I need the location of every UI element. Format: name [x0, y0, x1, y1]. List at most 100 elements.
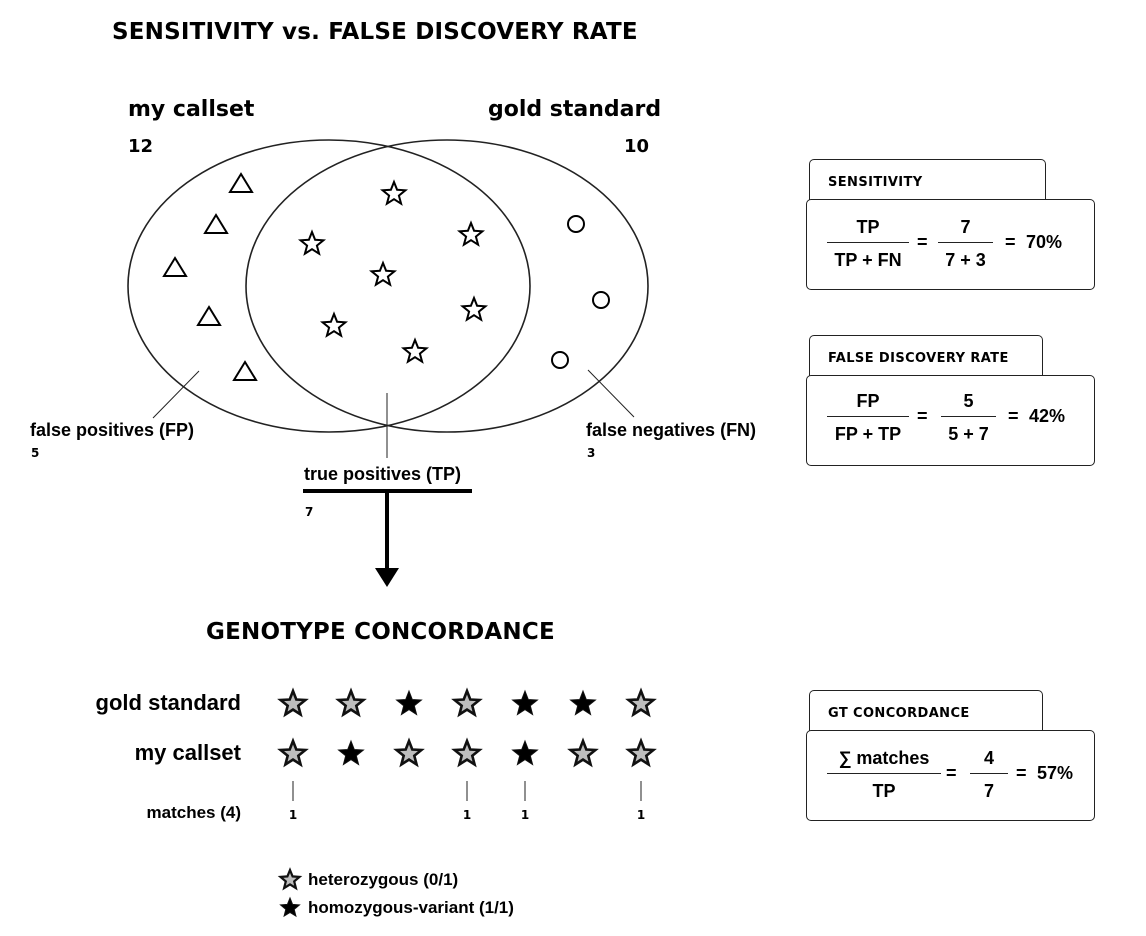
fraction-bar: [970, 773, 1008, 774]
match-count: 1: [288, 808, 298, 822]
star-outline-icon: [319, 311, 349, 338]
equals-sign: =: [1005, 232, 1016, 252]
star-black-icon: [569, 689, 597, 716]
my-callset-label: my callset: [128, 97, 255, 122]
legend-hom-label: homozygous-variant (1/1): [308, 898, 514, 917]
fdr-card-title: FALSE DISCOVERY RATE: [828, 351, 1009, 366]
fn-leader-line: [587, 369, 635, 418]
fraction-numerator: FP: [856, 391, 880, 411]
star-grey-icon: [277, 687, 309, 718]
false-positives-label: false positives (FP): [30, 420, 195, 440]
star-grey-icon: [451, 687, 483, 718]
sensitivity-numeric-fraction: 7 7 + 3: [938, 214, 993, 273]
triangle-icon: [196, 305, 222, 326]
fdr-formula-box: FP FP + TP = 5 5 + 7 = 42%: [806, 375, 1095, 466]
legend-stars: [277, 867, 303, 918]
star-outline-icon: [368, 260, 398, 287]
match-ticks: [292, 781, 642, 801]
fp-symbols: [162, 172, 258, 381]
star-outline-icon: [400, 337, 430, 364]
star-outline-icon: [459, 295, 489, 322]
sensitivity-card-title: SENSITIVITY: [828, 175, 923, 190]
false-negatives-label: false negatives (FN): [586, 420, 757, 440]
gt-card-tab: GT CONCORDANCE: [809, 690, 1043, 734]
fdr-result: 42%: [1029, 406, 1066, 426]
gt-numeric-fraction: 4 7: [970, 745, 1008, 804]
diagram-title: SENSITIVITY vs. FALSE DISCOVERY RATE: [112, 19, 638, 45]
fraction-numerator: 4: [983, 748, 994, 768]
sensitivity-result: 70%: [1026, 232, 1063, 252]
equals-sign: =: [946, 763, 957, 783]
star-grey-icon: [277, 867, 303, 891]
triangle-icon: [203, 213, 229, 234]
fraction-denominator: 7 + 3: [945, 250, 986, 270]
gt-formula-box: ∑ matches TP = 4 7 = 57%: [806, 730, 1095, 821]
match-count: 1: [520, 808, 530, 822]
sensitivity-symbolic-fraction: TP TP + FN: [827, 214, 909, 273]
false-positives-count: 5: [31, 446, 40, 460]
false-negatives-count: 3: [587, 446, 596, 460]
triangle-icon: [232, 360, 258, 381]
star-grey-icon: [625, 737, 657, 768]
equals-sign: =: [1016, 763, 1027, 783]
triangle-icon: [228, 172, 254, 193]
gold-standard-ellipse: [245, 139, 649, 433]
sensitivity-card-tab: SENSITIVITY: [809, 159, 1046, 203]
fraction-bar: [827, 242, 909, 243]
circle-icon: [551, 351, 569, 369]
star-grey-icon: [567, 737, 599, 768]
fdr-symbolic-fraction: FP FP + TP: [827, 388, 909, 447]
sensitivity-formula-box: TP TP + FN = 7 7 + 3 = 70%: [806, 199, 1095, 290]
matches-label: matches (4): [146, 803, 241, 822]
true-positives-count: 7: [305, 505, 314, 519]
star-outline-icon: [297, 229, 327, 256]
fraction-bar: [827, 773, 941, 774]
star-black-icon: [337, 739, 365, 766]
concordance-title: GENOTYPE CONCORDANCE: [206, 619, 555, 645]
my-callset-ellipse: [127, 139, 531, 433]
fdr-numeric-fraction: 5 5 + 7: [941, 388, 996, 447]
gt-result: 57%: [1037, 763, 1074, 783]
fraction-bar: [827, 416, 909, 417]
fn-symbols: [551, 215, 610, 369]
star-grey-icon: [277, 737, 309, 768]
match-count: 1: [636, 808, 646, 822]
star-grey-icon: [335, 687, 367, 718]
star-black-icon: [395, 689, 423, 716]
fraction-denominator: FP + TP: [834, 424, 902, 444]
gt-symbolic-fraction: ∑ matches TP: [827, 745, 941, 804]
star-black-icon: [279, 896, 301, 918]
fraction-numerator: TP: [856, 217, 880, 237]
triangle-icon: [162, 256, 188, 277]
fraction-denominator: 5 + 7: [948, 424, 989, 444]
my-callset-count: 12: [128, 136, 154, 157]
gt-card-title: GT CONCORDANCE: [828, 706, 970, 721]
fp-leader-line: [152, 370, 200, 419]
gold-standard-label: gold standard: [488, 97, 662, 122]
star-grey-icon: [625, 687, 657, 718]
star-black-icon: [511, 689, 539, 716]
star-grey-icon: [393, 737, 425, 768]
star-black-icon: [511, 739, 539, 766]
fraction-bar: [941, 416, 996, 417]
fraction-numerator: 5: [963, 391, 974, 411]
fraction-denominator: TP: [872, 781, 896, 801]
equals-sign: =: [917, 406, 928, 426]
circle-icon: [592, 291, 610, 309]
star-outline-icon: [379, 179, 409, 206]
fdr-card-tab: FALSE DISCOVERY RATE: [809, 335, 1043, 379]
fraction-denominator: 7: [983, 781, 994, 801]
circle-icon: [567, 215, 585, 233]
true-positives-label: true positives (TP): [304, 464, 462, 484]
match-count: 1: [462, 808, 472, 822]
arrow-down-icon: [375, 568, 399, 587]
fraction-numerator: ∑ matches: [838, 748, 930, 768]
fraction-denominator: TP + FN: [834, 250, 902, 270]
fraction-numerator: 7: [960, 217, 971, 237]
star-outline-icon: [456, 220, 486, 247]
gold-standard-row-label: gold standard: [95, 690, 241, 715]
genotype-stars: [277, 687, 657, 768]
star-grey-icon: [451, 737, 483, 768]
fraction-bar: [938, 242, 993, 243]
